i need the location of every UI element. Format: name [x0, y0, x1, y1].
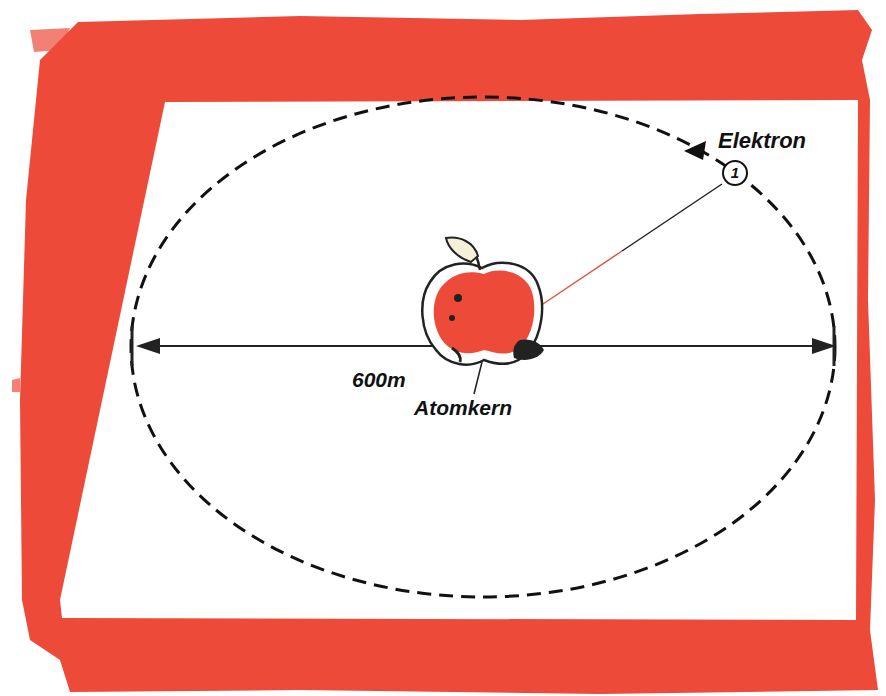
callout-number: 1	[731, 165, 739, 181]
dimension-tick	[833, 326, 836, 366]
dimension-label: 600m	[350, 368, 408, 392]
orbit-arrowhead	[684, 141, 706, 160]
dimension-arrowhead	[812, 338, 836, 354]
part-label: Atomkern	[412, 396, 514, 420]
red-frame	[20, 10, 878, 694]
apple-nucleus	[422, 238, 544, 365]
electron-circle: 1	[722, 160, 748, 186]
orbit	[131, 97, 835, 597]
radius-line	[622, 184, 722, 251]
paint-speckle	[12, 28, 70, 392]
dimension-arrowhead	[136, 338, 160, 354]
node-heading: Elektron	[718, 128, 806, 154]
electron: Elektron 1	[718, 128, 806, 186]
dimension-tick	[131, 326, 134, 366]
leader-line	[474, 362, 482, 394]
radius-line	[540, 251, 622, 306]
